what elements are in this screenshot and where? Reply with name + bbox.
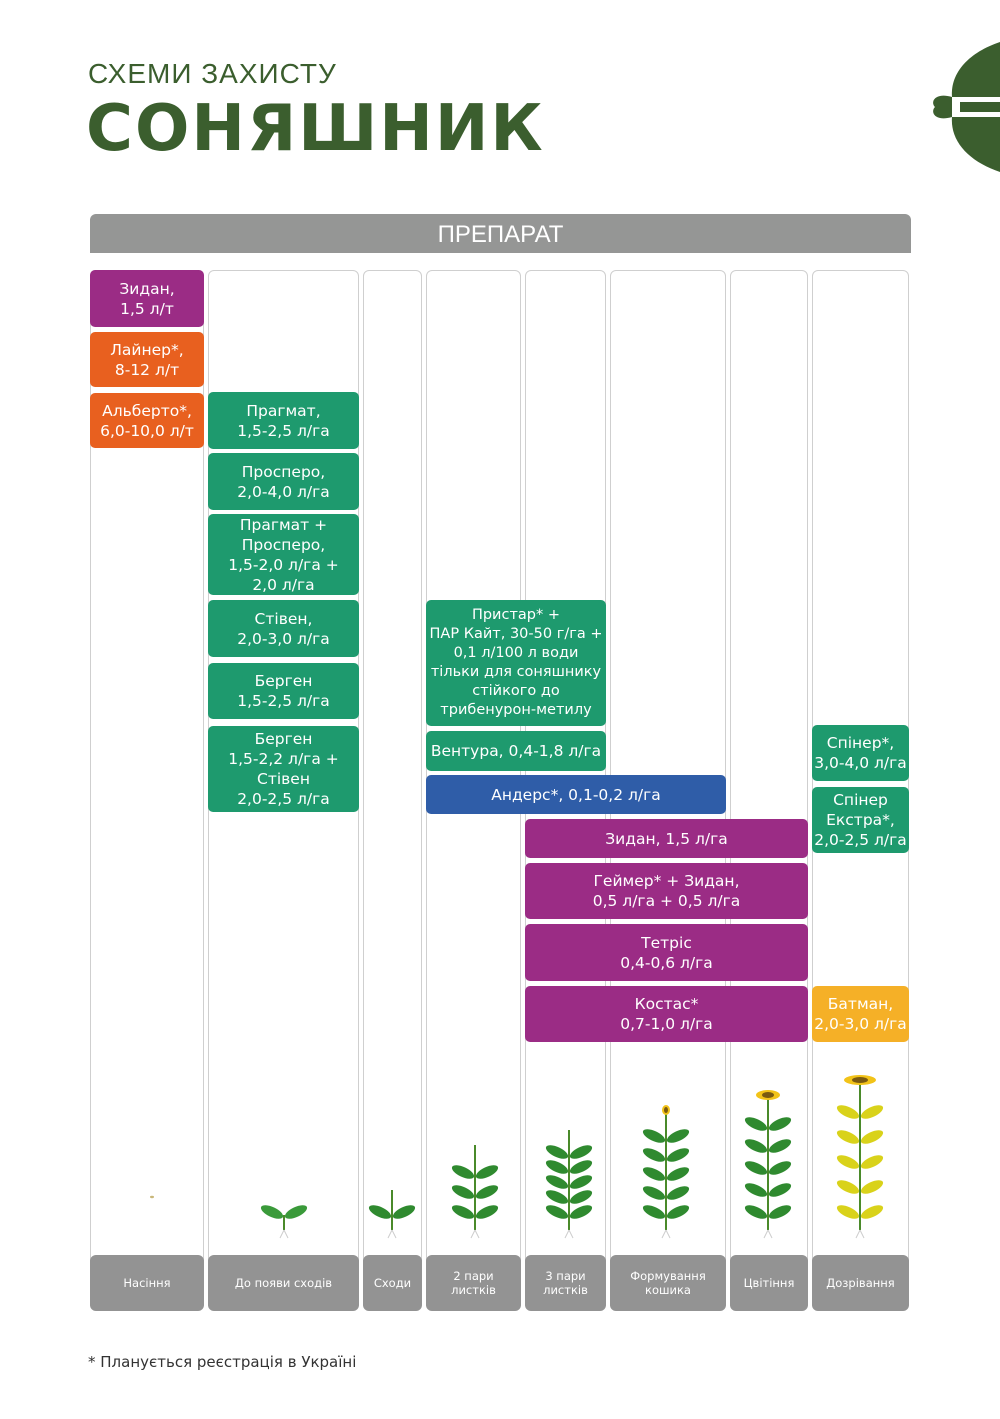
plant-flowering-icon: [744, 1090, 792, 1239]
product-box: Вентура, 0,4-1,8 л/га: [426, 731, 606, 771]
product-box: Батман, 2,0-3,0 л/га: [812, 986, 909, 1042]
product-box: Геймер* + Зидан, 0,5 л/га + 0,5 л/га: [525, 863, 808, 919]
plant-three-pairs-icon: [545, 1130, 593, 1239]
stage-label: 3 пари листків: [525, 1255, 606, 1311]
stage-label: До появи сходів: [208, 1255, 359, 1311]
page-subtitle: СХЕМИ ЗАХИСТУ: [88, 58, 337, 89]
footnote: * Планується реєстрація в Україні: [88, 1353, 357, 1371]
product-box: Лайнер*, 8-12 л/т: [90, 332, 204, 387]
stage-label: Цвітіння: [730, 1255, 808, 1311]
product-box: Альберто*, 6,0-10,0 л/т: [90, 393, 204, 448]
stage-label: 2 пари листків: [426, 1255, 521, 1311]
stage-label: Дозрівання: [812, 1255, 909, 1311]
product-box: Андерс*, 0,1-0,2 л/га: [426, 775, 726, 814]
page-title: СОНЯШНИК: [86, 92, 545, 166]
seedling-icon: [368, 1190, 416, 1239]
product-box: Берген 1,5-2,5 л/га: [208, 663, 359, 719]
product-box: Зидан, 1,5 л/га: [525, 819, 808, 858]
product-box: Прагмат + Просперо, 1,5-2,0 л/га + 2,0 л…: [208, 514, 359, 595]
plant-bud-icon: [642, 1105, 690, 1239]
preparation-header: ПРЕПАРАТ: [90, 214, 911, 253]
product-box: Костас* 0,7-1,0 л/га: [525, 986, 808, 1042]
product-box: Спінер Екстра*, 2,0-2,5 л/га: [812, 787, 909, 853]
product-box: Спінер*, 3,0-4,0 л/га: [812, 725, 909, 781]
product-box: Зидан, 1,5 л/т: [90, 270, 204, 327]
product-box: Пристар* + ПАР Кайт, 30-50 г/га + 0,1 л/…: [426, 600, 606, 726]
stage-label: Насіння: [90, 1255, 204, 1311]
product-box: Берген 1,5-2,2 л/га + Стівен 2,0-2,5 л/г…: [208, 726, 359, 812]
product-box: Просперо, 2,0-4,0 л/га: [208, 453, 359, 510]
product-box: Прагмат, 1,5-2,5 л/га: [208, 392, 359, 449]
stage-label: Сходи: [363, 1255, 422, 1311]
plant-ripening-icon: [836, 1075, 884, 1239]
seed-icon: [150, 1195, 154, 1199]
product-box: Стівен, 2,0-3,0 л/га: [208, 600, 359, 657]
leaf-logo-icon: [933, 42, 1000, 172]
plant-two-pairs-icon: [451, 1145, 499, 1239]
stage-label: Формування кошика: [610, 1255, 726, 1311]
sprout-icon: [260, 1205, 308, 1239]
product-box: Тетріс 0,4-0,6 л/га: [525, 924, 808, 981]
